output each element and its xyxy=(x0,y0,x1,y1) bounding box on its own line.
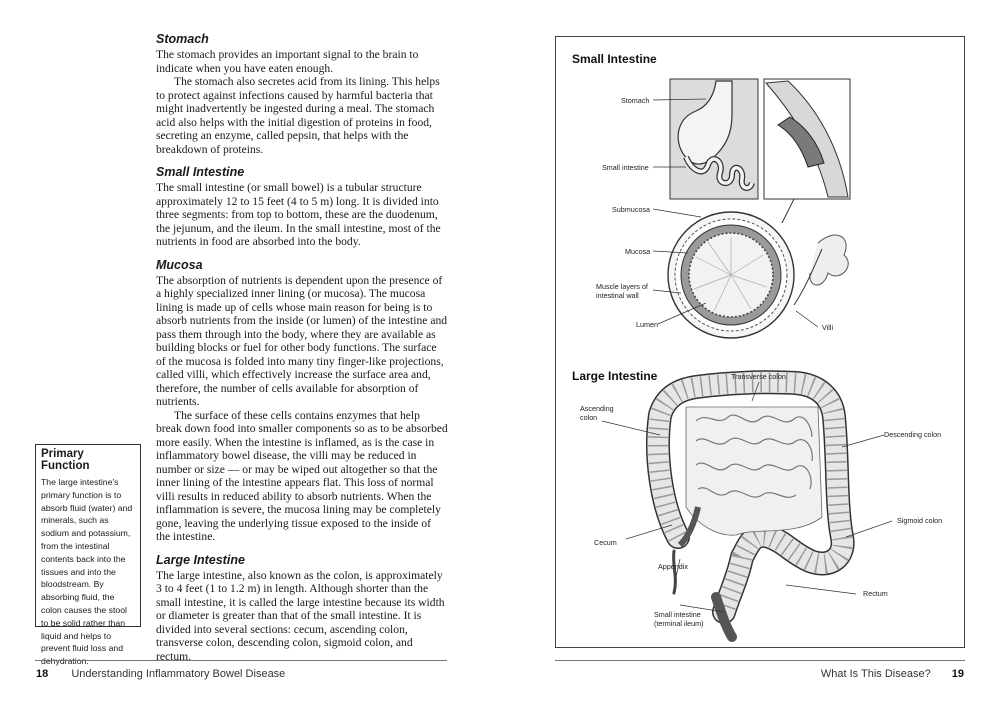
paragraph: The surface of these cells contains enzy… xyxy=(156,408,448,544)
footer-left: 18 Understanding Inflammatory Bowel Dise… xyxy=(36,668,285,680)
colon-illustration xyxy=(646,370,855,642)
label-lumen: Lumen xyxy=(636,320,658,329)
stomach-illustration xyxy=(669,78,759,200)
sidebar-text: The large intestine's primary function i… xyxy=(41,477,133,667)
label-ascending-colon-line1: Ascending xyxy=(580,404,614,413)
running-title-right: What Is This Disease? xyxy=(820,668,931,680)
paragraph: The stomach also secretes acid from its … xyxy=(156,75,440,156)
small-intestine-leader-lines xyxy=(652,98,819,328)
large-intestine-title: Large Intestine xyxy=(572,369,658,383)
section-heading: Mucosa xyxy=(156,257,203,272)
footer-rule-left xyxy=(35,660,447,661)
page-number-right: 19 xyxy=(951,668,964,680)
label-appendix: Appendix xyxy=(658,562,688,571)
paragraph: The stomach provides an important signal… xyxy=(156,48,419,75)
page-number-left: 18 xyxy=(36,668,49,680)
label-cecum: Cecum xyxy=(594,538,617,547)
paragraph: The absorption of nutrients is dependent… xyxy=(156,273,448,409)
label-descending-colon: Descending colon xyxy=(884,430,941,439)
label-rectum: Rectum xyxy=(863,589,888,598)
anatomy-illustration: Small Intestine xyxy=(572,52,942,642)
label-submucosa: Submucosa xyxy=(612,205,650,214)
paragraph: The large intestine, also known as the c… xyxy=(156,568,445,663)
running-title-left: Understanding Inflammatory Bowel Disease xyxy=(71,668,286,680)
label-mucosa: Mucosa xyxy=(625,247,650,256)
paragraph: The small intestine (or small bowel) is … xyxy=(156,181,441,248)
section-large-intestine: Large Intestine The large intestine, als… xyxy=(156,553,448,664)
section-heading: Large Intestine xyxy=(156,552,245,567)
label-villi: Villi xyxy=(822,323,833,332)
lumen-cross-section xyxy=(667,198,849,339)
label-stomach: Stomach xyxy=(621,96,649,105)
label-sigmoid-colon: Sigmoid colon xyxy=(897,516,942,525)
section-mucosa: Mucosa The absorption of nutrients is de… xyxy=(156,258,448,544)
label-small-intestine-terminal-line1: Small intestine xyxy=(654,610,701,619)
label-small-intestine-terminal-line2: (terminal ileum) xyxy=(654,619,704,628)
left-page-body: Stomach The stomach provides an importan… xyxy=(156,32,448,672)
label-muscle-layers-line1: Muscle layers of xyxy=(596,282,648,291)
footer-right: What Is This Disease? 19 xyxy=(821,668,964,680)
section-heading: Small Intestine xyxy=(156,165,245,179)
large-intestine-leader-lines xyxy=(601,381,893,613)
primary-function-sidebar: Primary Function The large intestine's p… xyxy=(35,444,141,666)
section-small-intestine: Small Intestine The small intestine (or … xyxy=(156,165,448,249)
label-small-intestine: Small intestine xyxy=(602,163,649,172)
section-heading: Stomach xyxy=(156,32,209,46)
anatomy-figure: Small Intestine xyxy=(555,36,965,648)
label-muscle-layers-line2: intestinal wall xyxy=(596,291,639,300)
footer-rule-right xyxy=(555,660,965,661)
small-intestine-title: Small Intestine xyxy=(572,52,657,66)
label-ascending-colon-line2: colon xyxy=(580,413,597,422)
section-stomach: Stomach The stomach provides an importan… xyxy=(156,32,448,156)
sidebar-title: Primary Function xyxy=(41,448,90,472)
intestine-cross-section-illustration xyxy=(763,78,851,200)
label-transverse-colon: Transverse colon xyxy=(731,372,786,381)
